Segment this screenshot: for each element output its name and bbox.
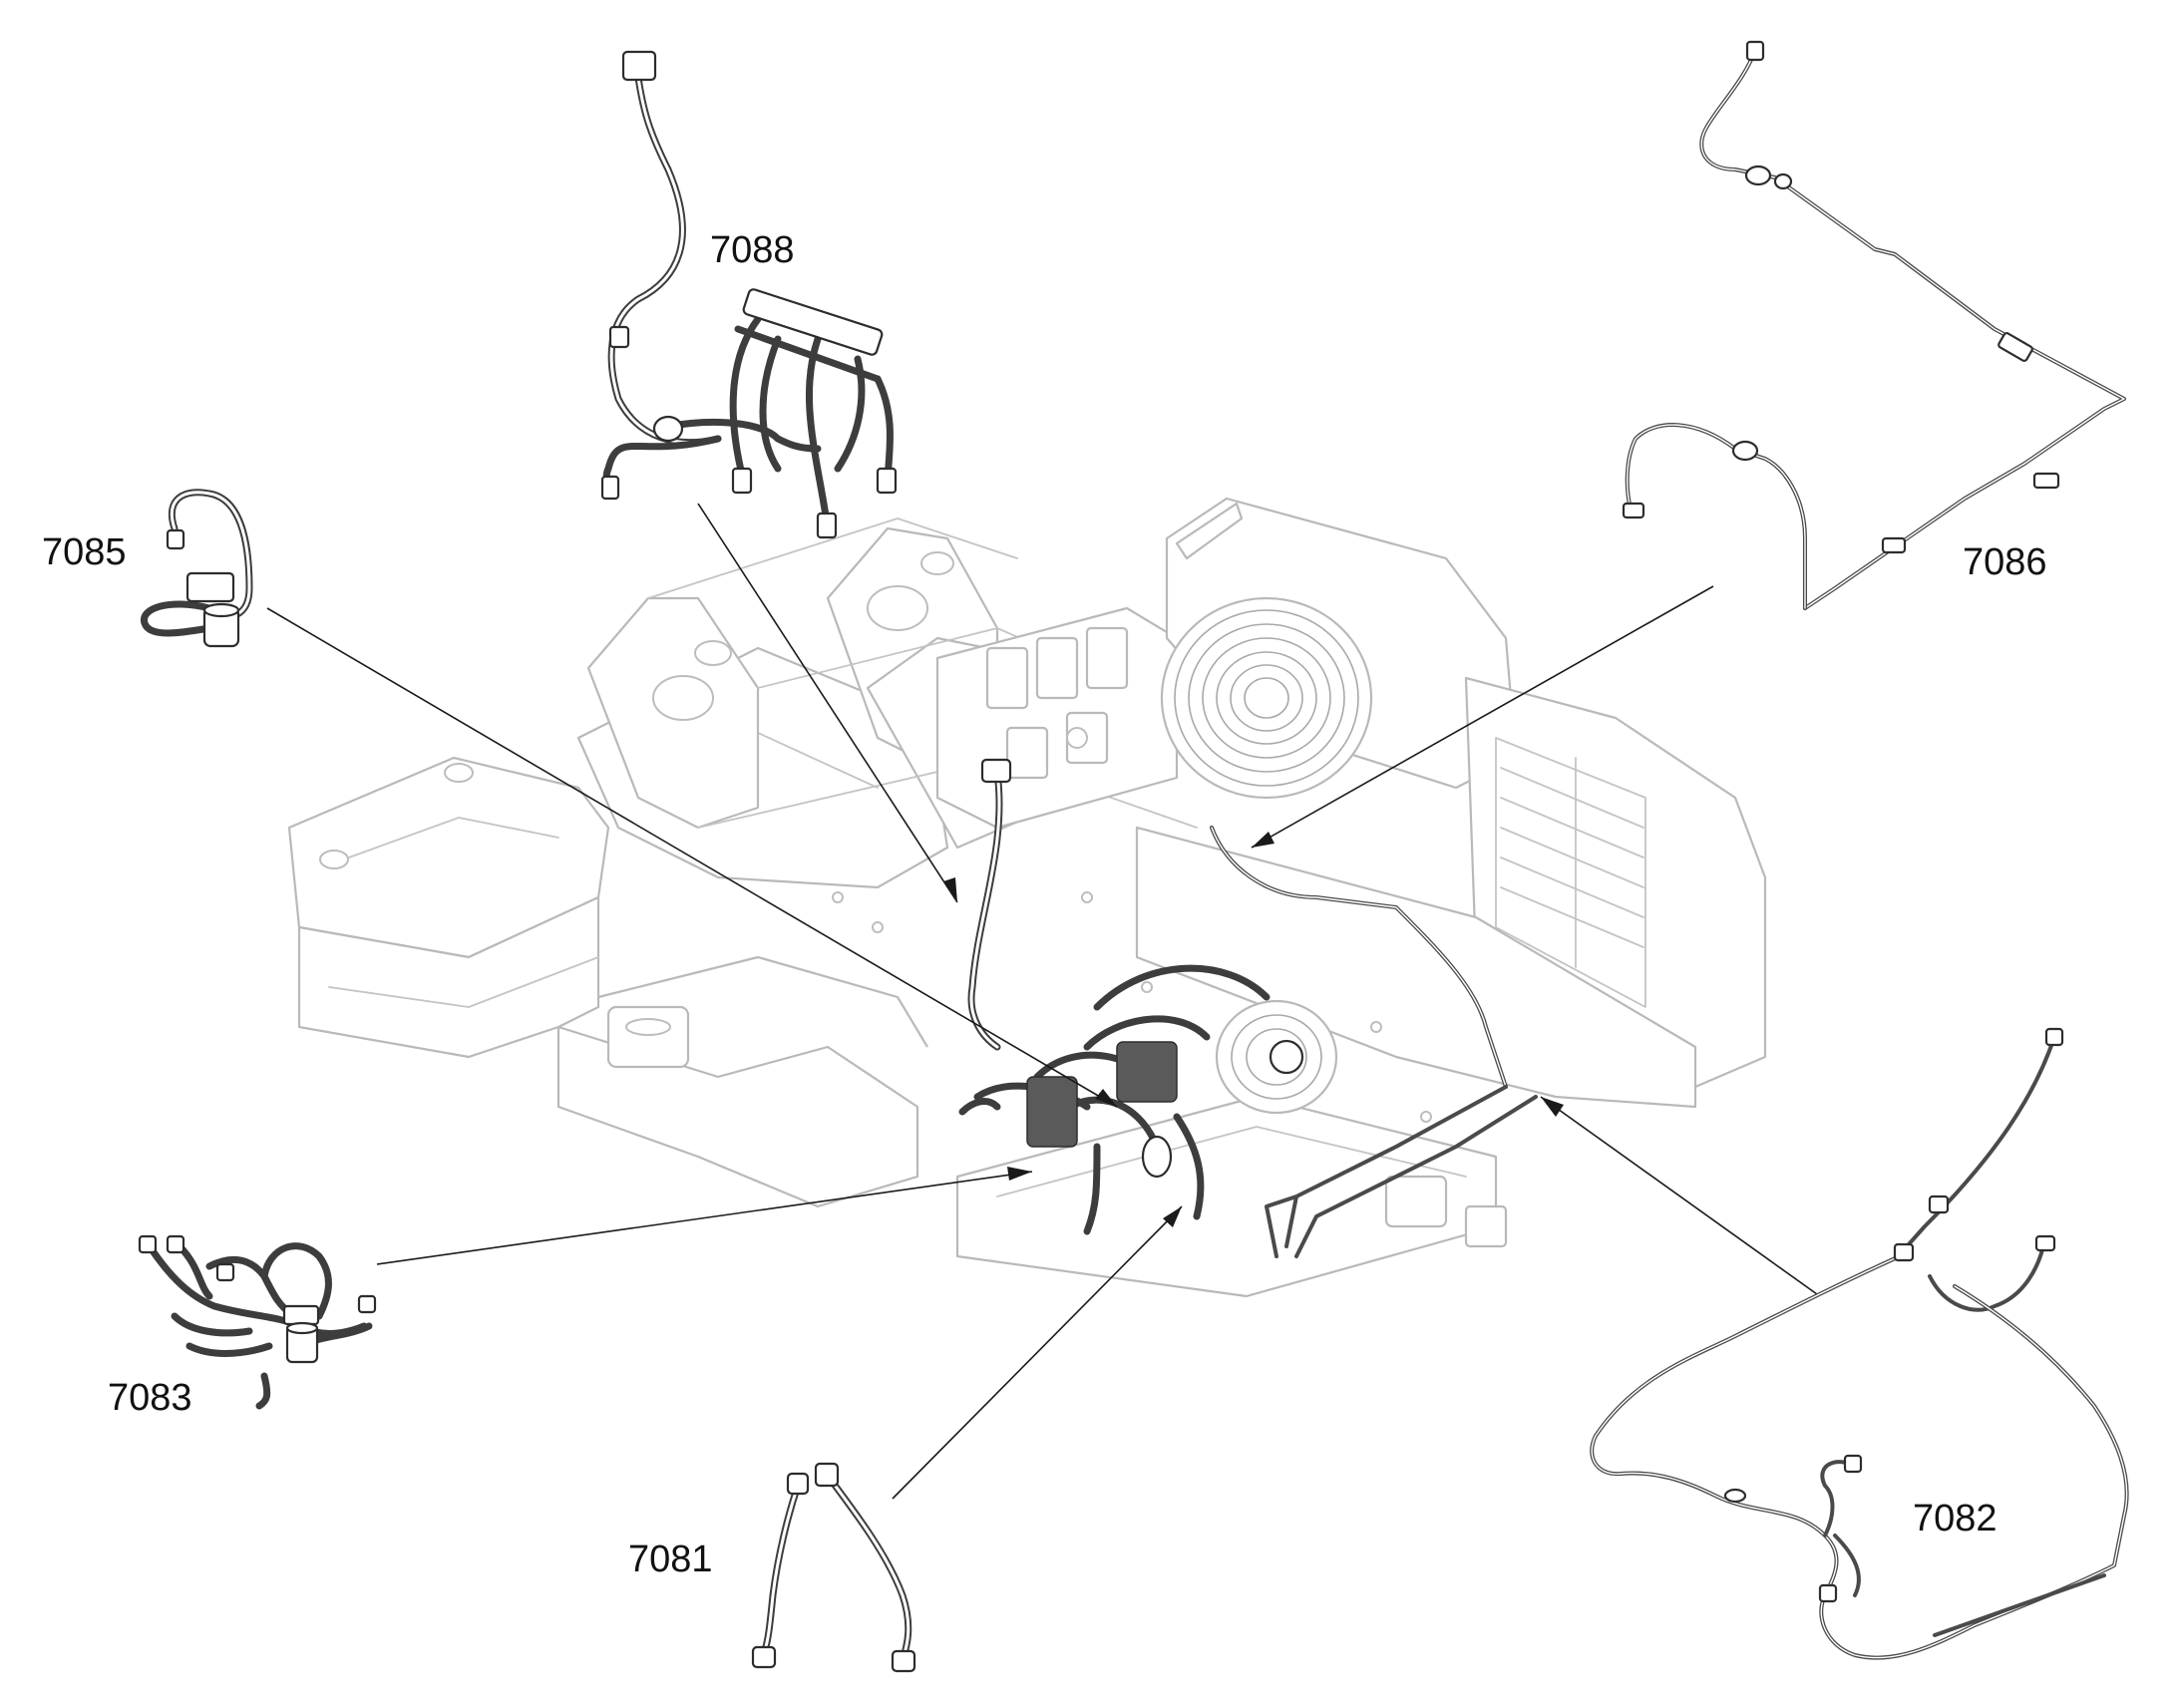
callout-7085: 7085 [42,531,127,573]
leader-7082 [1540,1096,1818,1295]
arrowhead-7085 [1095,1089,1117,1107]
part-7085-filter-hoses [141,489,253,648]
leader-lines [266,503,1818,1500]
callout-7081: 7081 [628,1538,713,1580]
callout-7086: 7086 [1963,541,2047,583]
leader-7081 [892,1205,1183,1500]
leader-7088 [697,503,958,903]
part-7088-hose-bundle [600,50,898,539]
callout-7082: 7082 [1913,1498,1998,1539]
leader-7085 [266,607,1118,1108]
installed-hoses [958,758,1538,1258]
arrowhead-7083 [1007,1167,1032,1181]
cooling-fan [1160,596,1373,800]
part-7083-harness-hoses [138,1234,377,1410]
callout-7088: 7088 [710,229,795,271]
part-7082-long-hose-loop [1590,1027,2129,1660]
part-7086-pipe-assembly [1622,40,2126,610]
machine-frame [287,497,1767,1298]
leader-7083 [376,1171,1033,1265]
arrowhead-7081 [1163,1206,1182,1227]
leader-7086 [1251,585,1714,849]
callout-7083: 7083 [108,1377,192,1419]
arrowhead-7088 [943,877,957,902]
arrowhead-7086 [1252,832,1274,848]
arrowhead-7082 [1541,1097,1564,1117]
part-7081-pair-hoses [751,1462,916,1673]
